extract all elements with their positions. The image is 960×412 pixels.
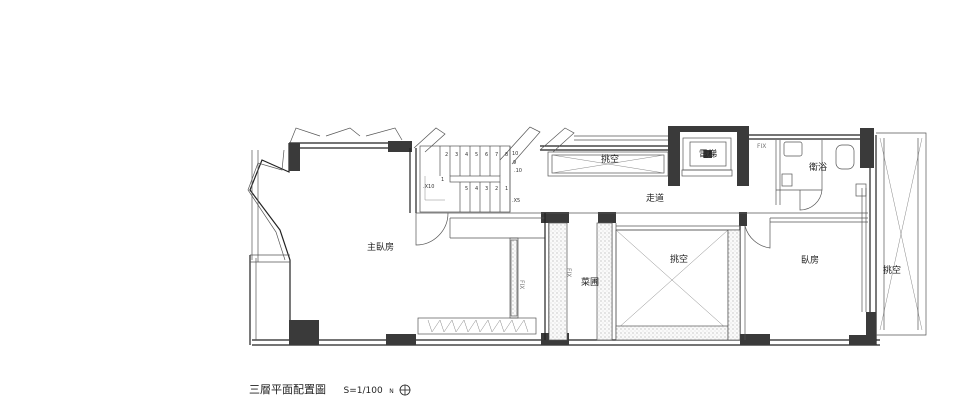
stair-mark: .10: [514, 168, 522, 174]
stair-num: 1: [441, 177, 444, 183]
stair-num: 6: [485, 152, 488, 158]
stair-num: 1: [505, 186, 508, 192]
stair-num: 5: [465, 186, 468, 192]
stair-num: 2: [495, 186, 498, 192]
drawing-scale: S=1/100: [343, 386, 383, 396]
stair-num: 4: [475, 186, 478, 192]
stair-mark: .X10: [423, 184, 434, 190]
room-label-master-bedroom: 主臥房: [367, 241, 394, 253]
room-label-bedroom: 臥房: [801, 254, 819, 266]
stair-num: 3: [455, 152, 458, 158]
stair-num: 2: [445, 152, 448, 158]
fix-label: FIX: [757, 143, 766, 150]
room-label-void-2: 挑空: [670, 253, 688, 265]
room-label-bathroom: 衛浴: [809, 161, 827, 173]
fix-label: FIX: [565, 268, 572, 277]
room-label-void-1: 挑空: [601, 153, 619, 165]
interior-walls: [409, 137, 868, 341]
room-labels: 主臥房 挑空 電梯 衛浴 走道 菜圃 挑空 臥房 挑空: [367, 148, 901, 288]
drawing-caption: 三層平面配置圖 S=1/100 N: [249, 381, 411, 397]
stair-numbers: 2 3 4 5 6 7 8 10 9 5 4 3 2 1 1 .10 .X10 …: [423, 151, 522, 204]
north-mark-label: N: [389, 388, 394, 395]
fix-labels: FIX FIX FIX: [518, 143, 766, 289]
staircase: [419, 145, 511, 213]
doors: [415, 189, 823, 249]
room-label-void-3: 挑空: [883, 264, 901, 276]
stair-num: 3: [485, 186, 488, 192]
fix-label: FIX: [518, 280, 525, 289]
stair-num: 10: [512, 151, 518, 157]
window-openings: [289, 126, 668, 165]
stair-num: 7: [495, 152, 498, 158]
exterior-walls: [247, 132, 927, 346]
room-label-elevator: 電梯: [699, 148, 717, 160]
stair-num: 9: [513, 160, 516, 166]
room-label-corridor: 走道: [646, 192, 664, 204]
stair-num: 4: [465, 152, 468, 158]
stair-num: 8: [505, 152, 508, 158]
structural-columns: [289, 126, 876, 345]
room-label-garden: 菜圃: [581, 276, 599, 288]
stair-num: 5: [475, 152, 478, 158]
drawing-title: 三層平面配置圖: [249, 383, 326, 396]
north-arrow-icon: [399, 384, 411, 396]
stair-mark: .X5: [512, 198, 520, 204]
